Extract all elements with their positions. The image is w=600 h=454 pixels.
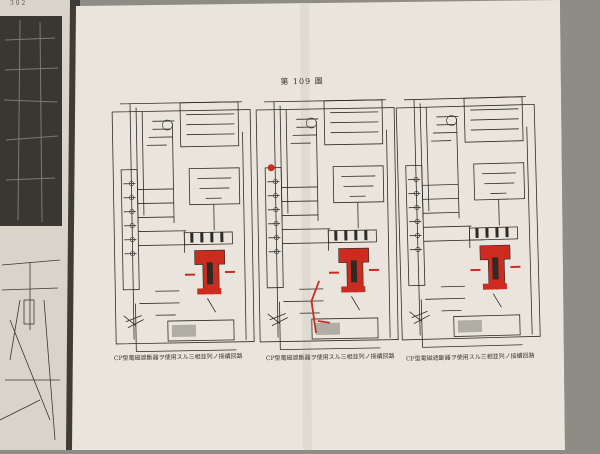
red-indicator-dot — [267, 164, 275, 172]
left-page-photo — [0, 16, 62, 226]
left-page-number: 3 0 2 — [10, 0, 26, 7]
background — [560, 0, 600, 450]
page-fold-shadow — [300, 3, 312, 450]
figure-title: 第 109 圖 — [280, 76, 324, 87]
circuit-panel-2 — [255, 98, 400, 351]
right-page — [72, 0, 565, 450]
red-wiring — [310, 280, 330, 334]
left-page-photo-detail — [3, 19, 59, 223]
left-page-diagram — [0, 259, 61, 441]
